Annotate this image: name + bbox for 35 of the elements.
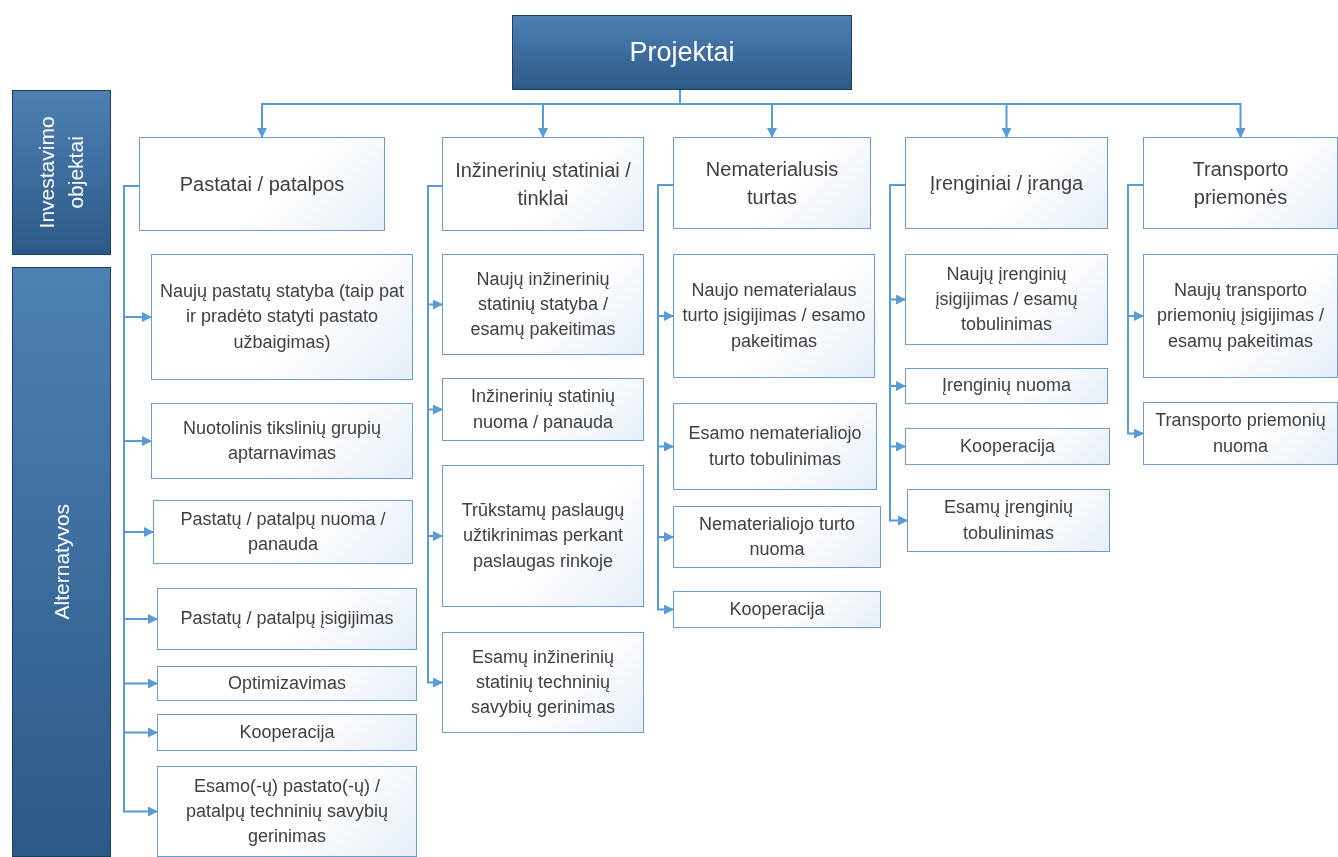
alternative-box: Kooperacija [905, 428, 1110, 465]
side-band [12, 90, 111, 255]
title-box: Projektai [512, 15, 852, 90]
alternative-box: Naujų įrenginių įsigijimas / esamų tobulinimas [905, 254, 1108, 345]
alternative-box: Nuotolinis tikslinių grupių aptarnavimas [151, 403, 413, 479]
alternative-box: Nematerialiojo turto nuoma [673, 506, 881, 568]
side-band [12, 267, 111, 857]
alternative-box: Naujų pastatų statyba (taip pat ir pradėto statyti pastato užbaigimas) [151, 254, 413, 380]
alternative-box: Esamų įrenginių tobulinimas [907, 489, 1110, 552]
category-box: Pastatai / patalpos [139, 137, 385, 231]
alternative-box: Trūkstamų paslaugų užtikrinimas perkant paslaugas rinkoje [442, 465, 644, 607]
band-label: Alternatyvos [48, 504, 74, 620]
category-box: Įrenginiai / įranga [905, 137, 1108, 229]
alternative-box: Esamo nematerialiojo turto tobulinimas [673, 403, 877, 490]
arrow [427, 185, 443, 688]
alternative-box: Naujo nematerialaus turto įsigijimas / esamo pakeitimas [673, 254, 875, 378]
alternative-box: Transporto priemonių nuoma [1143, 402, 1338, 465]
category-box: Inžinerinių statiniai / tinklai [442, 137, 644, 231]
arrow [1127, 184, 1144, 439]
alternative-box: Kooperacija [673, 591, 881, 628]
alternative-box: Naujų inžinerinių statinių statyba / esamų pakeitimas [442, 254, 644, 355]
arrow [889, 184, 908, 526]
alternative-box: Esamų inžinerinių statinių techninių savybių gerinimas [442, 632, 644, 733]
alternative-box: Pastatų / patalpų nuoma / panauda [153, 500, 413, 564]
band-label: Investavimo objektai [34, 116, 89, 229]
alternative-box: Inžinerinių statinių nuoma / panauda [442, 378, 644, 441]
category-box: Nematerialusis turtas [673, 137, 871, 229]
alternative-box: Kooperacija [157, 714, 417, 751]
alternative-box: Naujų transporto priemonių įsigijimas / esamų pakeitimas [1143, 254, 1338, 378]
alternative-box: Esamo(-ų) pastato(-ų) / patalpų techninių savybių gerinimas [157, 766, 417, 857]
category-box: Transporto priemonės [1143, 137, 1338, 229]
arrow [657, 184, 674, 615]
alternative-box: Įrenginių nuoma [905, 368, 1108, 404]
alternative-box: Optimizavimas [157, 666, 417, 701]
alternative-box: Pastatų / patalpų įsigijimas [157, 588, 417, 650]
